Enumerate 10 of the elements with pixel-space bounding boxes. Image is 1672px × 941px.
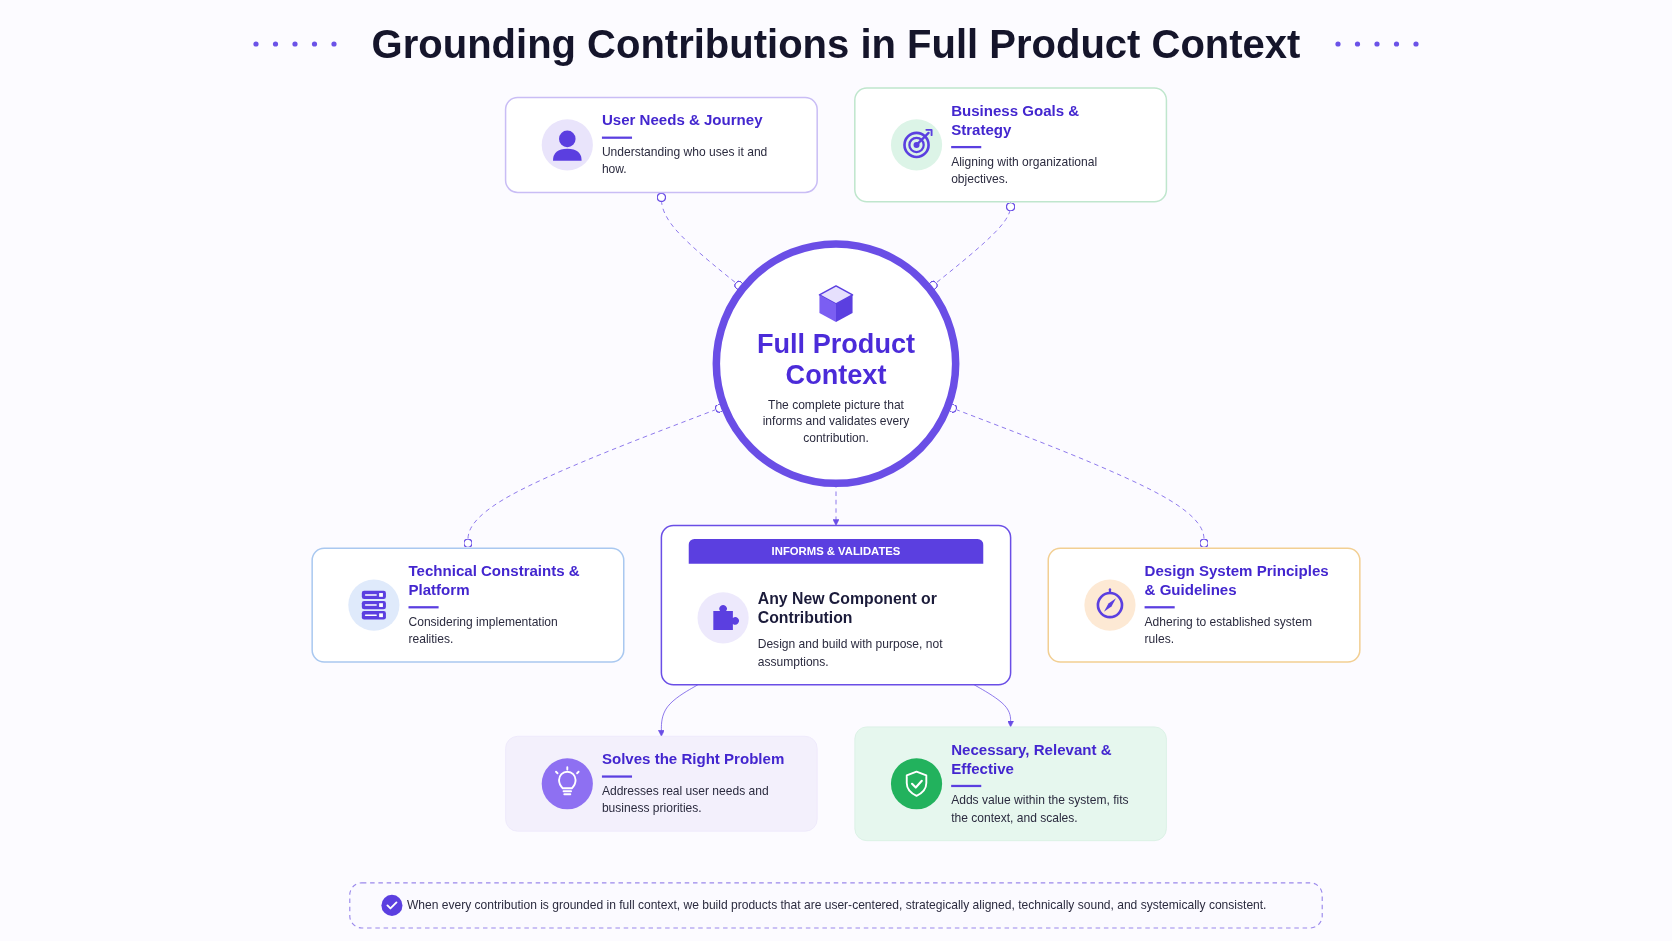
context-circle: Full Product Context The complete picture that informs and validates every contribution.: [712, 240, 960, 488]
outcome-card: Necessary, Relevant & Effective Adds value within the system, fits the context, and scales.: [854, 726, 1167, 842]
context-card: Design System Principles & Guidelines Adhering to established system rules.: [1047, 547, 1361, 663]
summary-banner: When every contribution is grounded in full context, we build products that are user-centered, strategically aligned, technically sound, and systemically consistent.: [349, 882, 1323, 929]
title: Grounding Contributions in Full Product Context: [371, 21, 1301, 67]
outcome-card: Solves the Right Problem Addresses real user needs and business priorities.: [505, 735, 818, 832]
context-card: Business Goals & Strategy Aligning with organizational objectives.: [854, 87, 1168, 203]
context-card: User Needs & Journey Understanding who uses it and how.: [504, 96, 818, 194]
context-card: Technical Constraints & Platform Considering implementation realities.: [311, 547, 625, 663]
contribution-card: INFORMS & VALIDATES Any New Component or Contribution Design and build with purpose, not assumptions.: [660, 524, 1012, 686]
